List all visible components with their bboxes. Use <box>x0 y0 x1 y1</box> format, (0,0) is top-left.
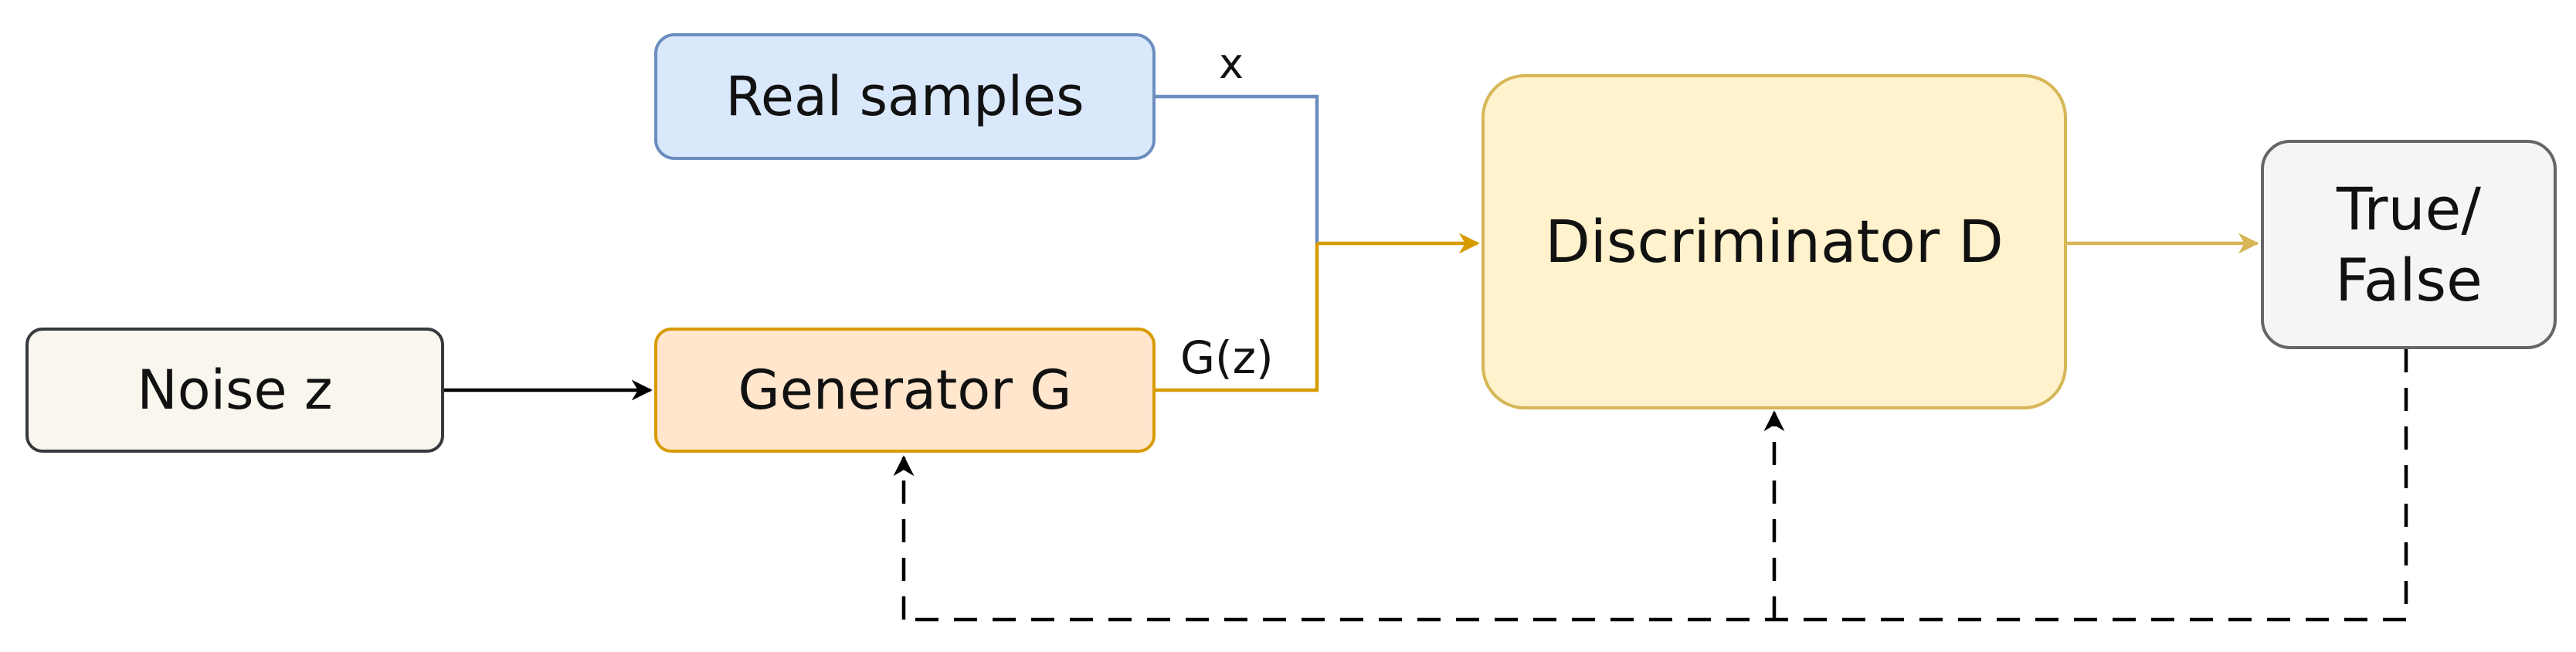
noise-node: Noise z <box>25 328 444 453</box>
edge-label-x: x <box>1219 39 1244 88</box>
real-samples-label: Real samples <box>725 65 1084 128</box>
generator-label: Generator G <box>738 358 1072 422</box>
output-label: True/ False <box>2335 175 2483 314</box>
edge-label-gz: G(z) <box>1180 331 1274 384</box>
discriminator-node: Discriminator D <box>1481 74 2067 409</box>
output-node: True/ False <box>2261 140 2557 349</box>
feedback-loop-line <box>904 349 2408 622</box>
discriminator-label: Discriminator D <box>1545 207 2004 277</box>
noise-label: Noise z <box>137 358 333 422</box>
edge-real-samples <box>1156 94 1319 243</box>
generator-node: Generator G <box>654 328 1156 453</box>
real-samples-node: Real samples <box>654 33 1156 160</box>
edge-generator-output <box>1156 243 1319 392</box>
